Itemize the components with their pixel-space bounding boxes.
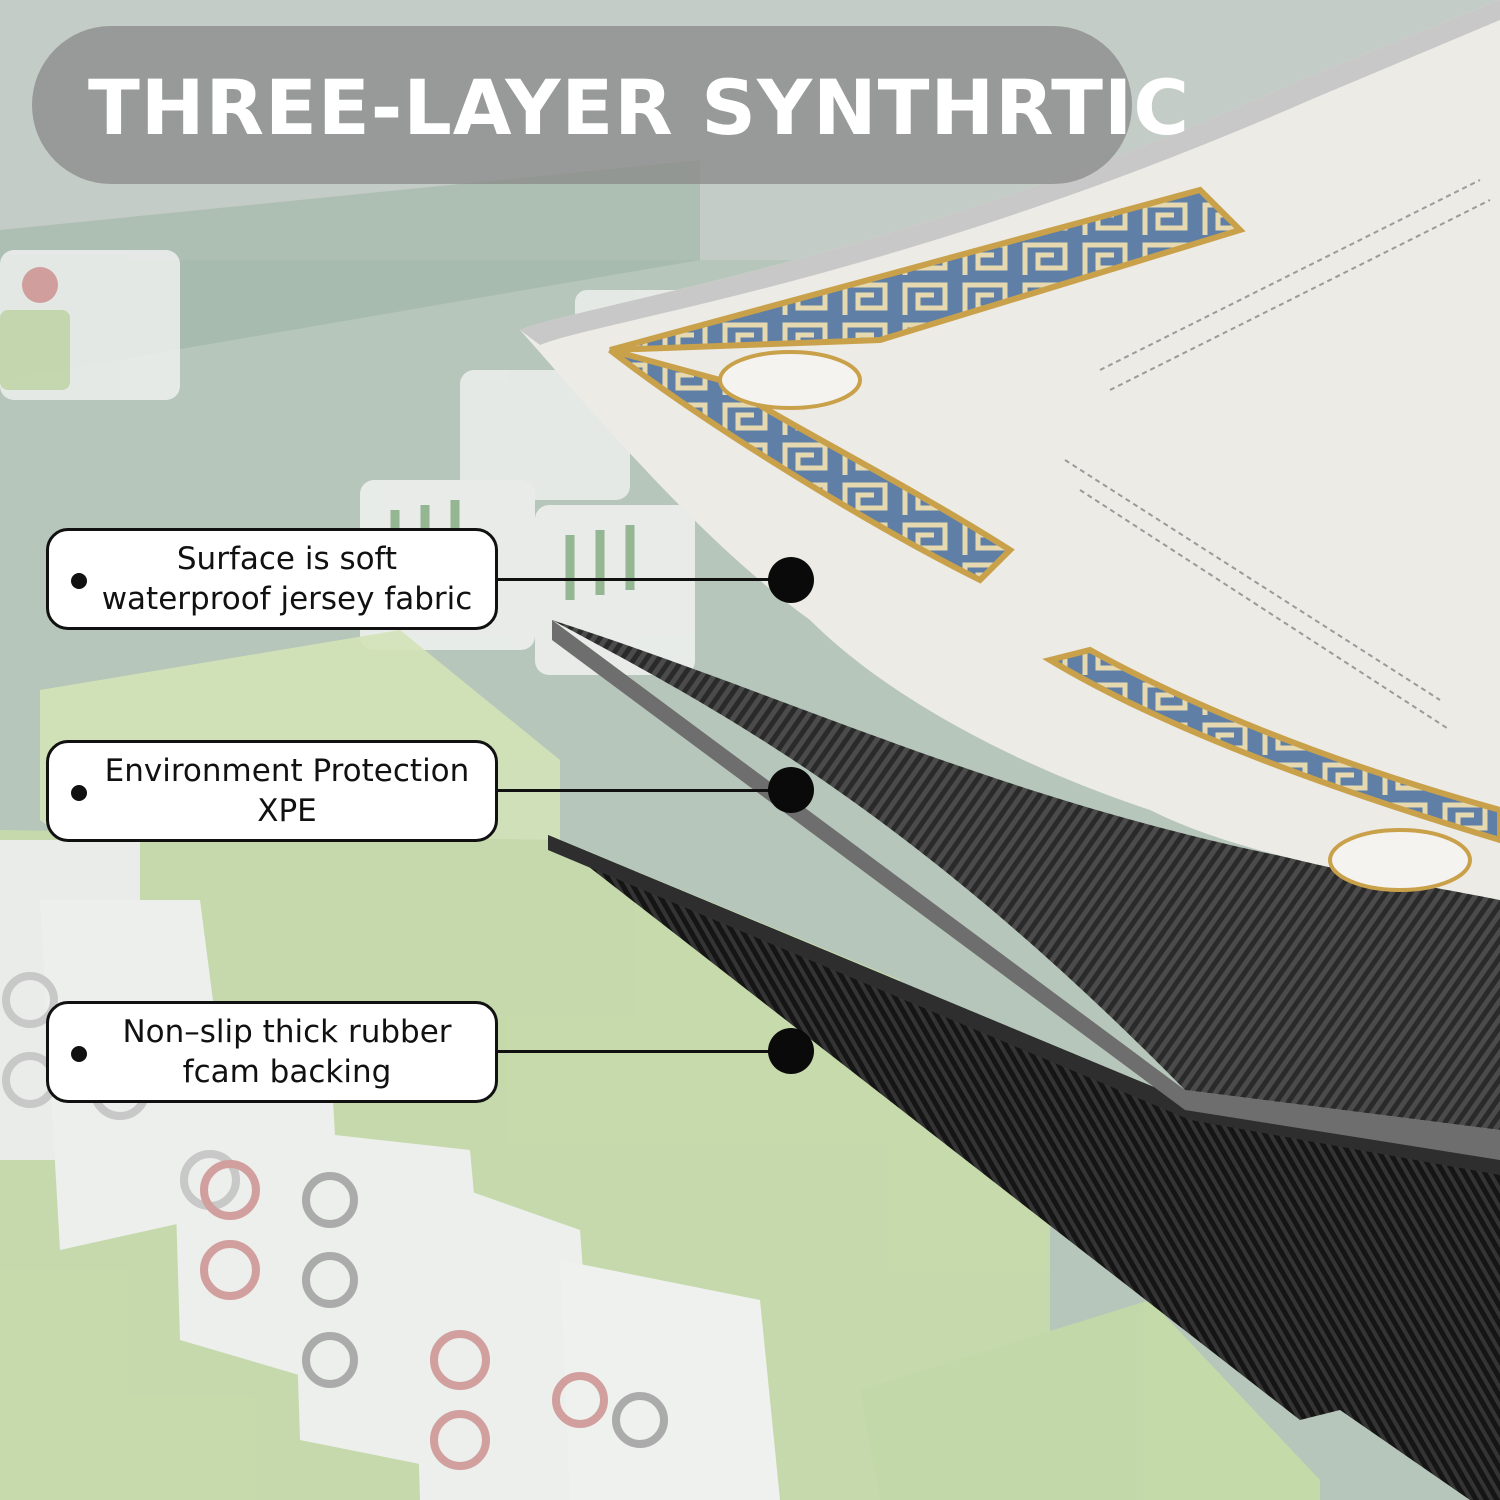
callout-surface: Surface is soft waterproof jersey fabric	[46, 528, 498, 630]
bullet-icon	[71, 573, 87, 589]
jersey-surface	[520, 0, 1500, 900]
leader-line-rubber	[498, 1050, 790, 1053]
callout-xpe-label: Environment Protection XPE	[104, 753, 470, 829]
bullet-icon	[71, 785, 87, 801]
background-tiles	[0, 250, 715, 675]
title-banner	[32, 26, 1132, 184]
callout-surface-label: Surface is soft waterproof jersey fabric	[101, 541, 473, 617]
page-title: THREE-LAYER SYNTHRTIC	[88, 63, 1191, 152]
callout-xpe: Environment Protection XPE	[46, 740, 498, 842]
leader-line-surface	[498, 578, 790, 581]
rubber-layer	[548, 835, 1500, 1500]
xpe-layer	[552, 620, 1500, 1130]
callout-rubber: Non–slip thick rubber fcam backing	[46, 1001, 498, 1103]
bullet-icon	[71, 1046, 87, 1062]
marker-dot-xpe	[768, 767, 814, 813]
marker-dot-surface	[768, 557, 814, 603]
marker-dot-rubber	[768, 1028, 814, 1074]
callout-rubber-label: Non–slip thick rubber fcam backing	[122, 1014, 452, 1090]
leader-line-xpe	[498, 789, 790, 792]
